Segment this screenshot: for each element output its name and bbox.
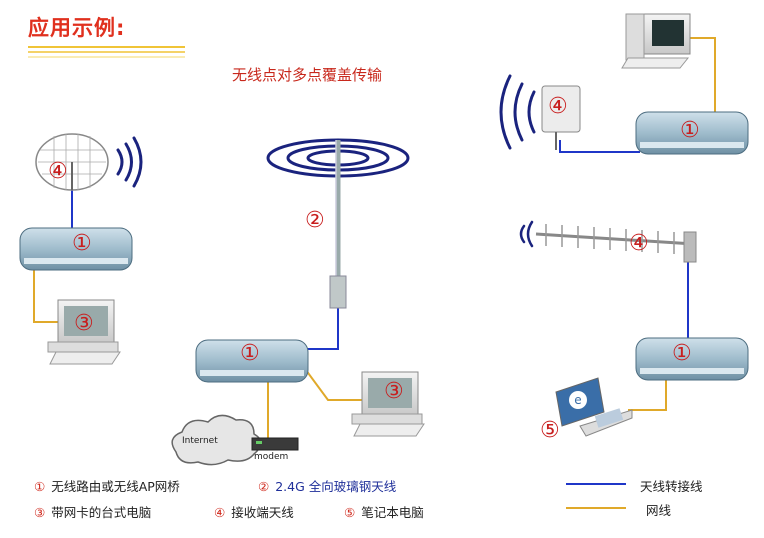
marker-laptop: ⑤ [540,418,560,443]
legend-item-receive-antenna: ④ 接收端天线 [214,502,294,521]
omni-antenna-icon [329,140,347,309]
router-icon-topright [635,111,749,155]
legend-num: ② [258,479,270,494]
page-title: 应用示例: [28,16,126,40]
router-icon-center [195,339,309,383]
legend-text: 2.4G 全向玻璃钢天线 [275,479,397,494]
internet-label: Internet [182,436,218,446]
desktop-icon-topright [621,13,691,69]
svg-text:e: e [574,393,581,407]
marker-receive-antenna-left: ④ [48,159,68,184]
grid-antenna-icon [35,133,109,191]
legend-num: ③ [34,505,46,520]
legend-line-antenna-label: 天线转接线 [640,479,703,494]
network-cable-topright [690,37,716,112]
wave-icon-topright [499,74,536,150]
legend-item-laptop: ⑤ 笔记本电脑 [344,502,424,521]
router-icon-bottomright [635,337,749,381]
marker-receive-antenna-topright: ④ [548,94,568,119]
yagi-antenna-icon [535,224,697,263]
network-cable-left [33,268,58,323]
legend-text: 笔记本电脑 [361,505,424,520]
marker-receive-antenna-yagi: ④ [629,231,649,256]
legend-text: 接收端天线 [231,505,294,520]
marker-router-center: ① [240,341,260,366]
wave-icon-left [116,136,143,188]
marker-desktop-center: ③ [384,379,404,404]
panel-antenna-icon [541,85,581,150]
wave-icon-yagi [519,220,534,248]
marker-omni-antenna: ② [305,208,325,233]
legend-num: ⑤ [344,505,356,520]
legend-item-desktop: ③ 带网卡的台式电脑 [34,502,151,521]
network-cable-center [299,361,362,401]
marker-desktop-left: ③ [74,311,94,336]
laptop-icon: e [555,377,633,437]
legend-item-router: ① 无线路由或无线AP网桥 [34,476,180,495]
marker-router-topright: ① [680,118,700,143]
legend-text: 带网卡的台式电脑 [51,505,152,520]
legend-line-network-label: 网线 [646,503,672,518]
internet-cloud-icon [171,414,262,466]
marker-router-left: ① [72,231,92,256]
legend-text: 无线路由或无线AP网桥 [51,479,180,494]
antenna-cable-topright [559,140,640,153]
desktop-icon-left [47,299,121,365]
legend-item-omni-antenna: ② 2.4G 全向玻璃钢天线 [258,476,396,495]
modem-label: modem [254,452,289,462]
modem-icon [251,437,299,451]
router-icon-left [19,227,133,271]
diagram-subtitle: 无线点对多点覆盖传输 [232,66,383,84]
desktop-icon-center [351,371,425,437]
legend-num: ④ [214,505,226,520]
network-cable-bottomright [628,378,667,411]
legend-num: ① [34,479,46,494]
marker-router-bottomright: ① [672,341,692,366]
